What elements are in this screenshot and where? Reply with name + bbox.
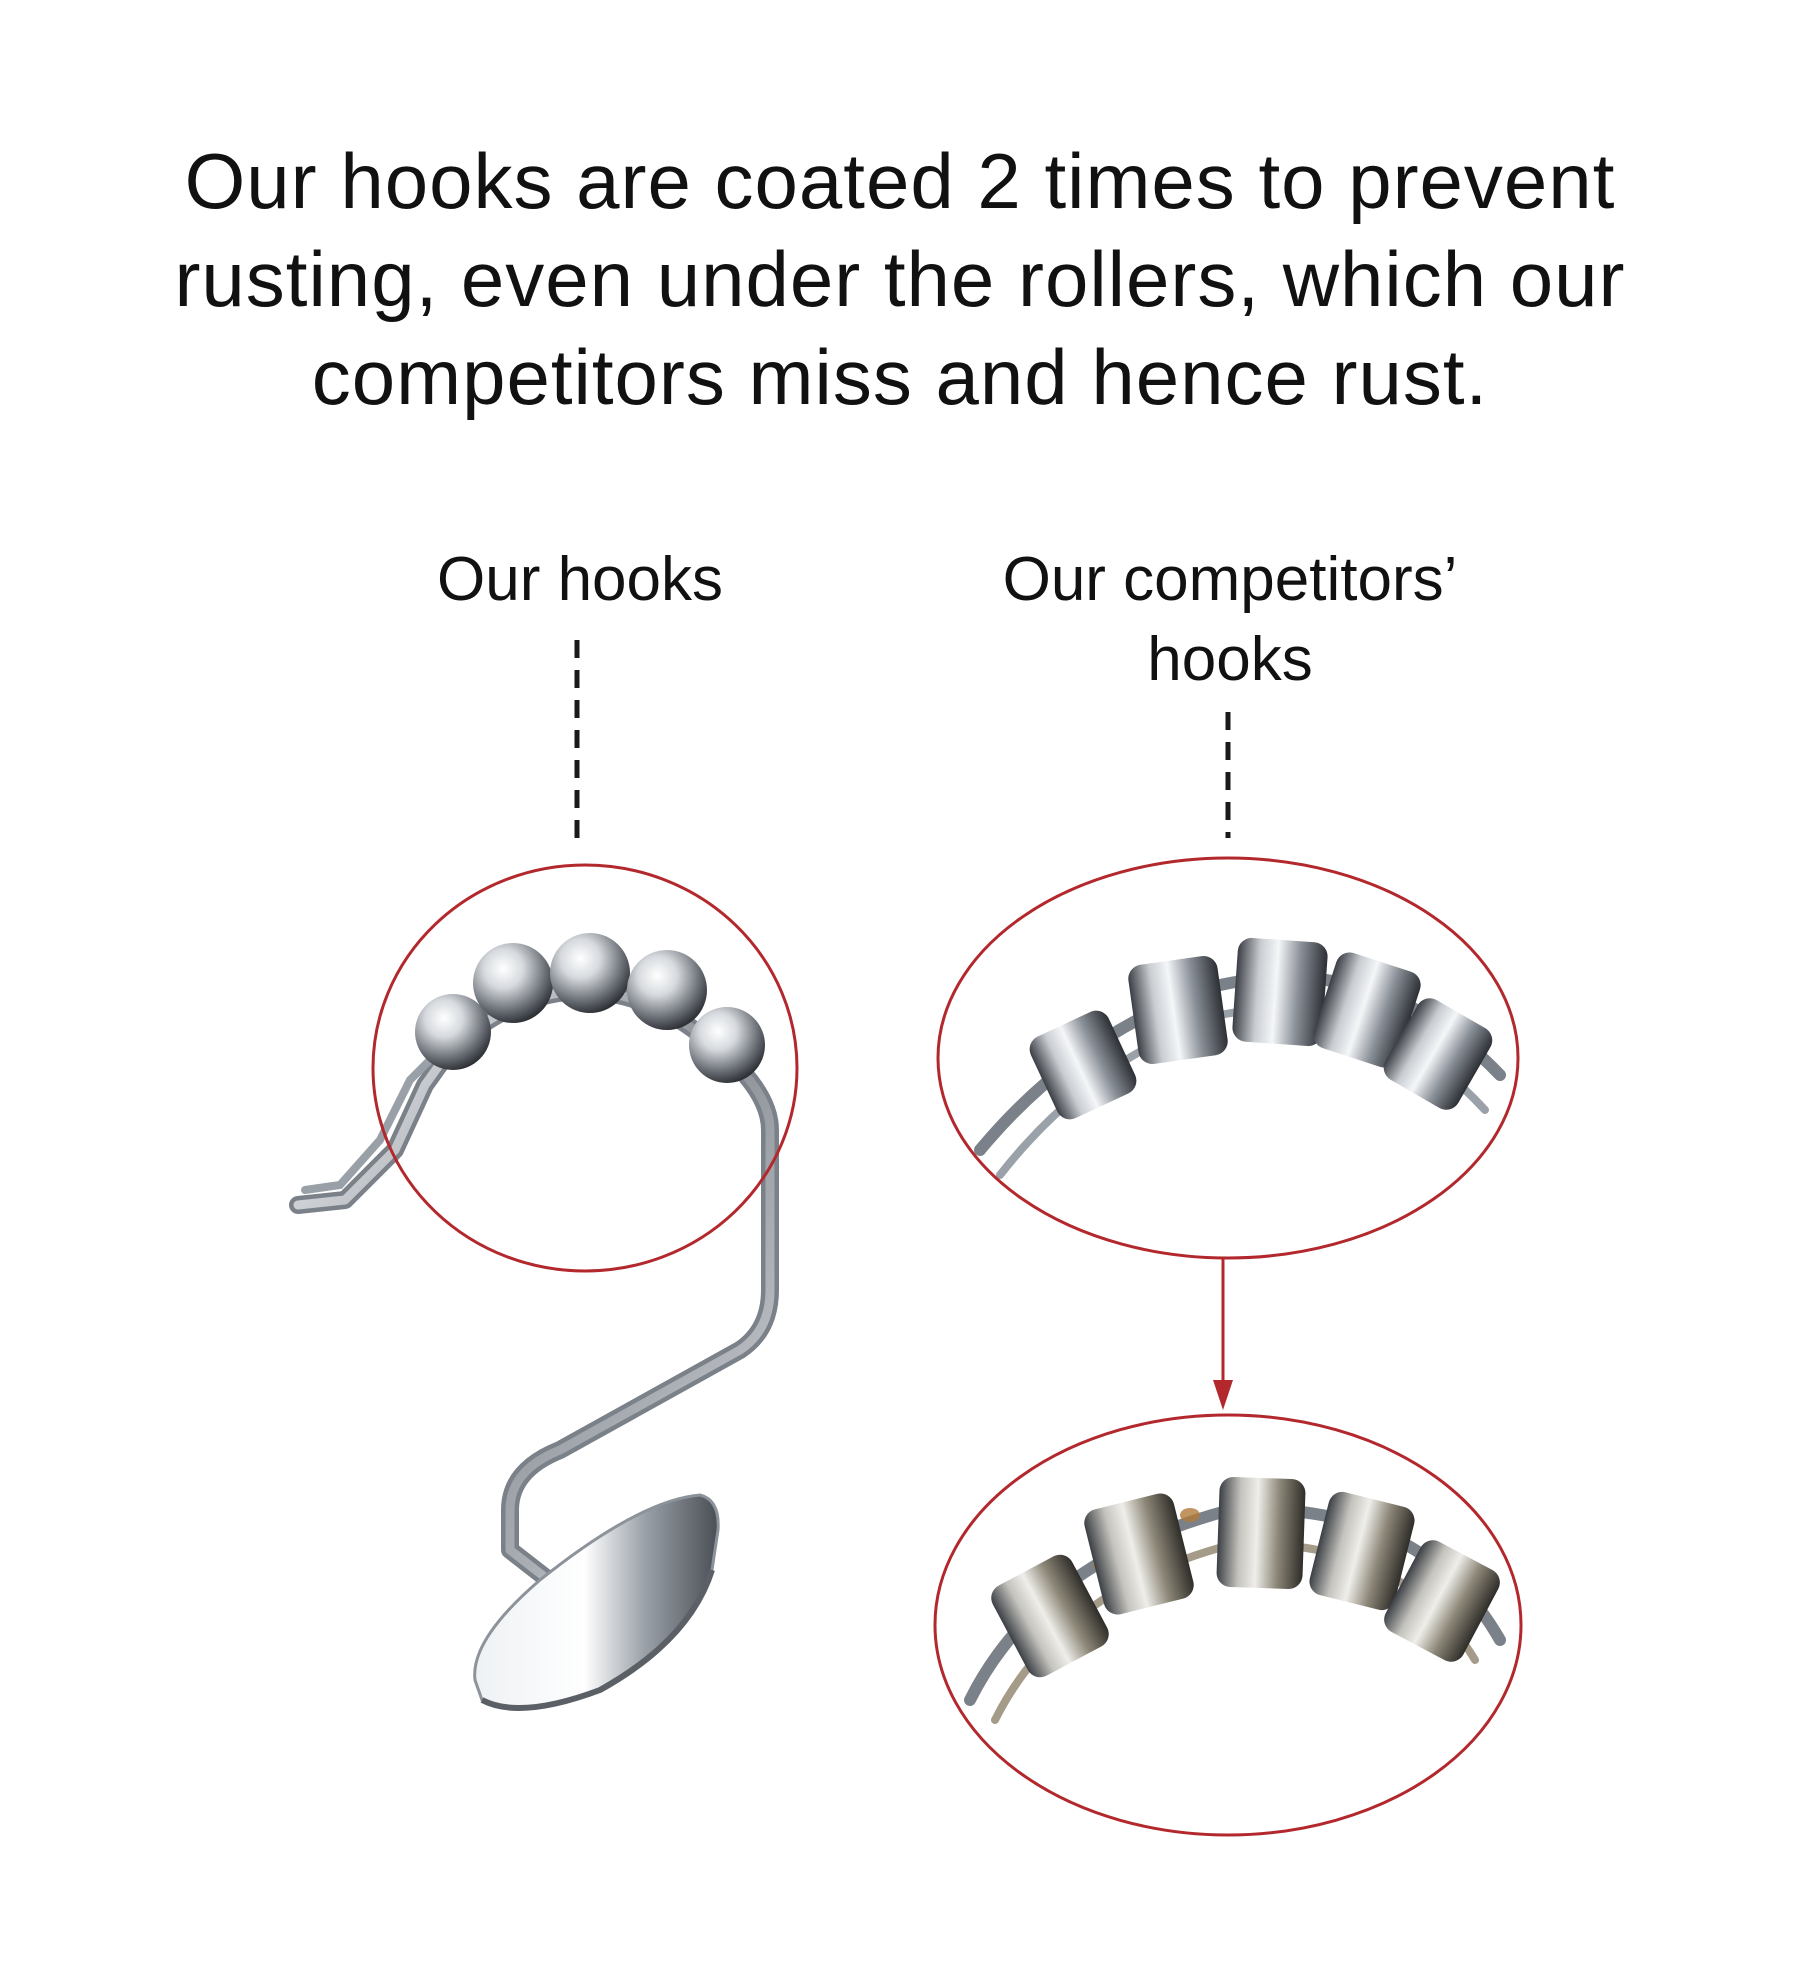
roller-ball [627, 950, 707, 1030]
headline-line-3: competitors miss and hence rust. [311, 333, 1489, 421]
highlight-circle-theirs-top [936, 856, 1520, 1260]
roller-ball [473, 943, 553, 1023]
roller-cylinder [1216, 1477, 1306, 1589]
roller-cylinder [1128, 956, 1228, 1064]
rust-spot [1180, 1508, 1200, 1522]
roller-cylinder [991, 1554, 1109, 1678]
roller-cylinder [1084, 1493, 1194, 1615]
competitor-hook-image-rusted [933, 1413, 1523, 1837]
label-competitor-line-2: hooks [1147, 625, 1313, 694]
highlight-circle-theirs-bottom [933, 1413, 1523, 1837]
our-hook-image [289, 863, 799, 1711]
label-competitor-line-1: Our competitors’ [1002, 545, 1458, 614]
label-competitor-hooks: Our competitors’ hooks [900, 540, 1560, 700]
roller-cylinder [1029, 1010, 1137, 1120]
roller-cylinder [1313, 952, 1421, 1068]
roller-cylinder [1232, 937, 1328, 1047]
roller-ball [550, 933, 630, 1013]
roller-cylinder [1309, 1491, 1415, 1611]
headline-line-1: Our hooks are coated 2 times to prevent [184, 137, 1616, 225]
roller-cylinder [1384, 1540, 1500, 1662]
headline-line-2: rusting, even under the rollers, which o… [174, 235, 1626, 323]
label-our-hooks: Our hooks [370, 540, 790, 620]
roller-ball [415, 994, 491, 1070]
highlight-circle-ours [371, 863, 799, 1273]
label-our-hooks-text: Our hooks [436, 545, 724, 614]
headline: Our hooks are coated 2 times to prevent … [120, 132, 1680, 426]
hook-disc [473, 1493, 720, 1711]
roller-cylinder [1383, 998, 1493, 1110]
arrow-down [1213, 1258, 1233, 1410]
competitor-hook-image-top [936, 856, 1520, 1260]
roller-ball [689, 1007, 765, 1083]
